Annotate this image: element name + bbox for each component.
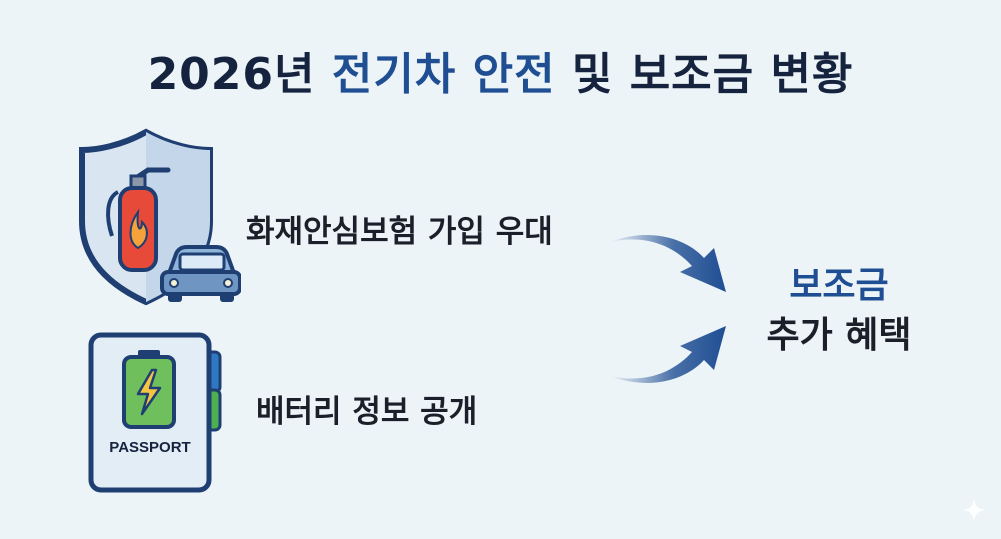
car-icon: [160, 245, 241, 302]
fire-extinguisher-icon: [106, 167, 171, 272]
result-box: 보조금 추가 혜택: [744, 262, 934, 362]
page-title: 2026년 전기차 안전 및 보조금 변황: [0, 38, 1001, 102]
sparkle-icon: [962, 498, 986, 522]
title-rest: 및 보조금 변황: [571, 49, 854, 100]
passport-text: PASSPORT: [109, 439, 190, 456]
battery-passport-icon: PASSPORT: [88, 332, 222, 493]
lightning-icon: [136, 368, 162, 416]
title-year: 2026년: [147, 49, 316, 100]
title-highlight: 전기차 안전: [331, 49, 556, 100]
item-label-insurance: 화재안심보험 가입 우대: [246, 214, 553, 250]
item-label-battery: 배터리 정보 공개: [256, 394, 478, 430]
result-line1: 보조금: [789, 265, 889, 306]
result-line2: 추가 혜택: [766, 315, 912, 356]
shield-fire-extinguisher-car-icon: [79, 128, 241, 306]
arrow-down-right-icon: [610, 235, 726, 292]
arrow-up-right-icon: [610, 326, 726, 383]
